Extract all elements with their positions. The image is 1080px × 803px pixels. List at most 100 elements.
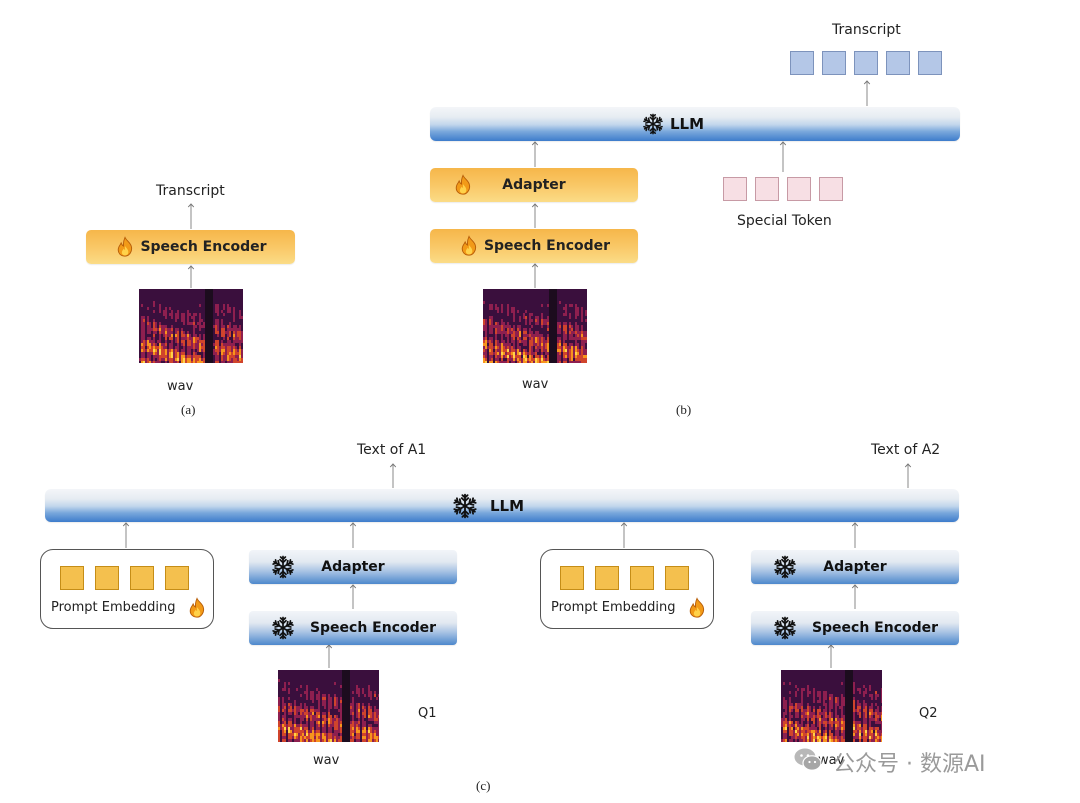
spectrogram-texture bbox=[169, 301, 171, 304]
spectrogram-texture bbox=[151, 328, 153, 331]
spectrogram-texture bbox=[195, 334, 197, 337]
spectrogram-texture bbox=[167, 331, 169, 334]
spectrogram-texture bbox=[310, 730, 312, 733]
spectrogram-texture bbox=[545, 358, 547, 361]
spectrogram-texture bbox=[145, 334, 147, 337]
spectrogram-texture bbox=[807, 736, 809, 739]
spectrogram-texture bbox=[835, 730, 837, 733]
spectrogram-texture bbox=[783, 700, 785, 703]
spectrogram-texture bbox=[320, 691, 322, 694]
spectrogram-texture bbox=[235, 319, 237, 322]
spectrogram-texture bbox=[364, 700, 366, 703]
spectrogram-texture bbox=[308, 736, 310, 739]
spectrogram-texture bbox=[521, 352, 523, 355]
spectrogram-texture bbox=[225, 352, 227, 355]
spectrogram-texture bbox=[853, 739, 855, 742]
spectrogram-texture bbox=[334, 691, 336, 694]
spectrogram-texture bbox=[278, 691, 280, 694]
panel-c-adapter-left: Adapter bbox=[249, 550, 457, 584]
spectrogram-texture bbox=[310, 682, 312, 685]
spectrogram-texture bbox=[809, 712, 811, 715]
spectrogram-texture bbox=[819, 706, 821, 709]
spectrogram-texture bbox=[835, 703, 837, 706]
spectrogram-texture bbox=[201, 325, 203, 328]
spectrogram-texture bbox=[877, 715, 879, 718]
spectrogram-texture bbox=[213, 310, 215, 313]
spectrogram-texture bbox=[193, 337, 195, 340]
spectrogram-texture bbox=[292, 688, 294, 691]
spectrogram-texture bbox=[495, 349, 497, 352]
spectrogram-texture bbox=[171, 337, 173, 340]
spectrogram-texture bbox=[376, 685, 378, 688]
spectrogram-texture bbox=[221, 334, 223, 337]
spectrogram-texture bbox=[875, 700, 877, 703]
spectrogram-texture bbox=[577, 349, 579, 352]
spectrogram-texture bbox=[314, 694, 316, 697]
spectrogram-texture bbox=[813, 727, 815, 730]
spectrogram-texture bbox=[781, 733, 783, 736]
spectrogram-texture bbox=[237, 301, 239, 304]
spectrogram-texture bbox=[537, 346, 539, 349]
spectrogram-texture bbox=[316, 670, 318, 673]
spectrogram-texture bbox=[223, 307, 225, 310]
spectrogram-texture bbox=[159, 325, 161, 328]
spectrogram-texture bbox=[237, 292, 239, 295]
spectrogram-texture bbox=[193, 298, 195, 301]
spectrogram-texture bbox=[193, 301, 195, 304]
spectrogram-texture bbox=[173, 295, 175, 298]
spectrogram-texture bbox=[855, 673, 857, 676]
spectrogram-texture bbox=[177, 322, 179, 325]
spectrogram-texture bbox=[358, 697, 360, 700]
spectrogram-texture bbox=[801, 673, 803, 676]
spectrogram-texture bbox=[155, 349, 157, 352]
spectrogram-texture bbox=[533, 319, 535, 322]
spectrogram-texture bbox=[545, 334, 547, 337]
spectrogram-texture bbox=[362, 703, 364, 706]
spectrogram-texture bbox=[813, 709, 815, 712]
spectrogram-texture bbox=[529, 325, 531, 328]
spectrogram-texture bbox=[322, 739, 324, 742]
spectrogram-texture bbox=[189, 340, 191, 343]
spectrogram-texture bbox=[801, 733, 803, 736]
spectrogram-texture bbox=[340, 718, 342, 721]
spectrogram-texture bbox=[547, 355, 549, 358]
spectrogram-texture bbox=[833, 676, 835, 679]
spectrogram-texture bbox=[563, 340, 565, 343]
spectrogram-texture bbox=[841, 730, 843, 733]
spectrogram-texture bbox=[561, 304, 563, 307]
spectrogram-texture bbox=[376, 712, 378, 715]
spectrogram-texture bbox=[225, 319, 227, 322]
spectrogram-texture bbox=[867, 721, 869, 724]
spectrogram-texture bbox=[823, 709, 825, 712]
spectrogram-texture bbox=[372, 676, 374, 679]
spectrogram-texture bbox=[368, 739, 370, 742]
spectrogram-texture bbox=[567, 304, 569, 307]
spectrogram-texture bbox=[364, 706, 366, 709]
spectrogram-texture bbox=[229, 334, 231, 337]
spectrogram-texture bbox=[561, 355, 563, 358]
spectrogram-texture bbox=[865, 706, 867, 709]
spectrogram-texture bbox=[239, 304, 241, 307]
spectrogram-texture bbox=[338, 733, 340, 736]
spectrogram-texture bbox=[199, 307, 201, 310]
spectrogram-texture bbox=[177, 298, 179, 301]
spectrogram-texture bbox=[781, 718, 783, 721]
spectrogram-texture bbox=[326, 682, 328, 685]
spectrogram-texture bbox=[829, 715, 831, 718]
spectrogram-texture bbox=[181, 322, 183, 325]
spectrogram-texture bbox=[368, 679, 370, 682]
spectrogram-texture bbox=[338, 691, 340, 694]
spectrogram-texture bbox=[875, 685, 877, 688]
spectrogram-texture bbox=[239, 346, 241, 349]
spectrogram-texture bbox=[163, 334, 165, 337]
spectrogram-texture bbox=[507, 322, 509, 325]
spectrogram-texture bbox=[799, 721, 801, 724]
spectrogram-texture bbox=[791, 730, 793, 733]
spectrogram-texture bbox=[519, 310, 521, 313]
spectrogram-texture bbox=[529, 334, 531, 337]
spectrogram-texture bbox=[497, 331, 499, 334]
spectrogram-texture bbox=[839, 694, 841, 697]
spectrogram-texture bbox=[364, 676, 366, 679]
spectrogram-texture bbox=[145, 307, 147, 310]
spectrogram-texture bbox=[203, 328, 205, 331]
